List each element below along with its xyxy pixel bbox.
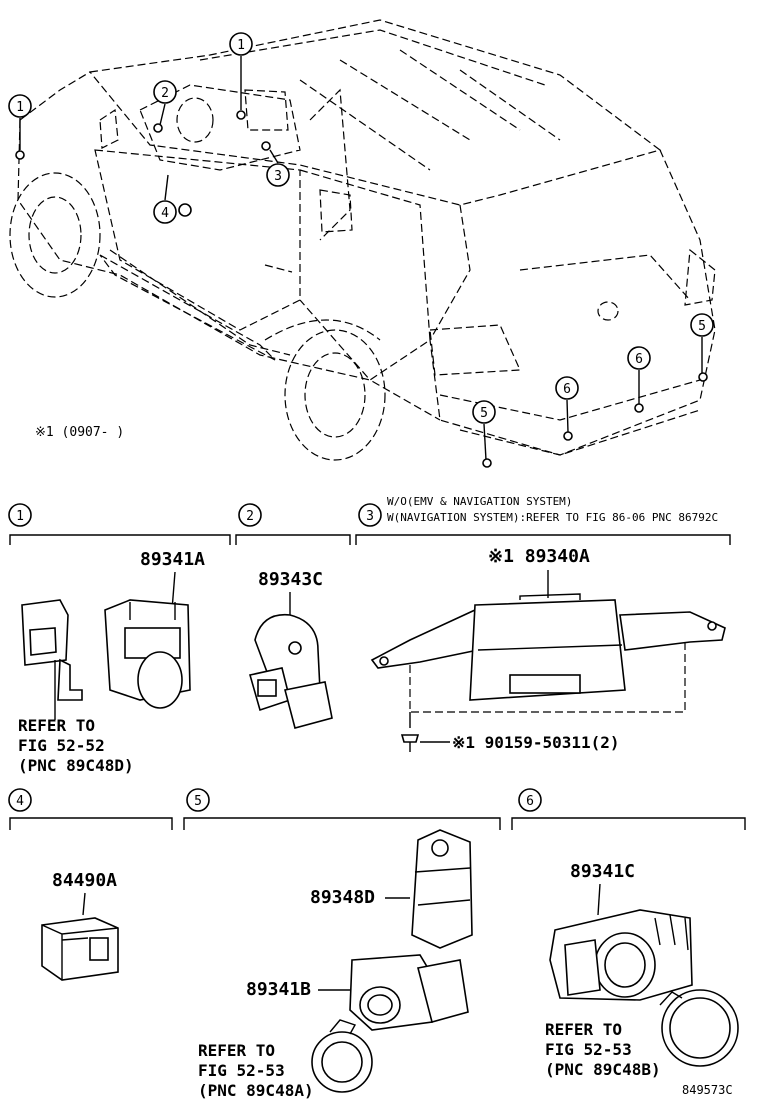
callout-5-center: 5	[480, 406, 488, 421]
section-3-parts: ※1 89340A ※1 90159-50311(2)	[370, 546, 726, 752]
section-6-index: 6	[526, 794, 534, 809]
section-2-parts: 89343C	[248, 569, 333, 729]
callout-1-left: 1	[16, 100, 24, 115]
ref-1-line-1: REFER TO	[18, 716, 95, 735]
callout-3: 3	[274, 169, 282, 184]
vehicle-outline	[9, 19, 716, 461]
callout-6-left: 6	[563, 382, 571, 397]
section-5-index: 5	[194, 794, 202, 809]
part-89341B-label: 89341B	[246, 979, 311, 1000]
footnote: ※1 (0907- )	[35, 425, 124, 440]
ref-5-line-2: FIG 52-53	[198, 1061, 285, 1080]
ref-1-line-2: FIG 52-52	[18, 736, 105, 755]
section-4-index: 4	[16, 794, 24, 809]
ref-6-line-3: (PNC 89C48B)	[545, 1060, 661, 1079]
callout-1-top: 1	[237, 38, 245, 53]
callout-6-right: 6	[635, 352, 643, 367]
part-84490A-label: 84490A	[52, 870, 117, 891]
section-4-parts: 84490A	[41, 870, 119, 981]
section-2-index: 2	[246, 509, 254, 524]
ref-5-line-1: REFER TO	[198, 1041, 275, 1060]
part-89341A-label: 89341A	[140, 549, 205, 570]
part-89340A-label: ※1 89340A	[488, 546, 590, 567]
section-3-note-1: W/O(EMV & NAVIGATION SYSTEM)	[387, 495, 572, 508]
callout-leaders	[19, 56, 703, 461]
screw-label: ※1 90159-50311(2)	[452, 733, 620, 752]
part-89341C-label: 89341C	[570, 861, 635, 882]
section-1-index: 1	[16, 509, 24, 524]
section-3-note-2: W(NAVIGATION SYSTEM):REFER TO FIG 86-06 …	[387, 511, 718, 524]
callout-2: 2	[161, 86, 169, 101]
sensor-markers	[15, 110, 708, 468]
ref-6-line-1: REFER TO	[545, 1020, 622, 1039]
section-6-parts: 89341C REFER TO FIG 52-53 (PNC 89C48B)	[545, 861, 739, 1079]
callout-5-right: 5	[698, 319, 706, 334]
callout-4: 4	[161, 206, 169, 221]
part-89348D-label: 89348D	[310, 887, 375, 908]
ref-6-line-2: FIG 52-53	[545, 1040, 632, 1059]
drawing-number: 849573C	[682, 1083, 733, 1097]
section-1-parts: 89341A REFER TO FIG 52-52 (PNC 89C48D)	[18, 549, 205, 775]
ref-5-line-3: (PNC 89C48A)	[198, 1081, 314, 1100]
callout-markers: 1 1 2 3 4 5 5 6 6	[8, 32, 714, 424]
section-5-parts: 89348D 89341B REFER TO FIG 52-53 (PNC 89…	[198, 829, 473, 1100]
part-89343C-label: 89343C	[258, 569, 323, 590]
section-header-row-1: 1 2 3 W/O(EMV & NAVIGATION SYSTEM) W(NAV…	[8, 495, 731, 545]
section-header-row-2: 4 5 6	[8, 788, 746, 830]
section-3-index: 3	[366, 509, 374, 524]
ref-1-line-3: (PNC 89C48D)	[18, 756, 134, 775]
